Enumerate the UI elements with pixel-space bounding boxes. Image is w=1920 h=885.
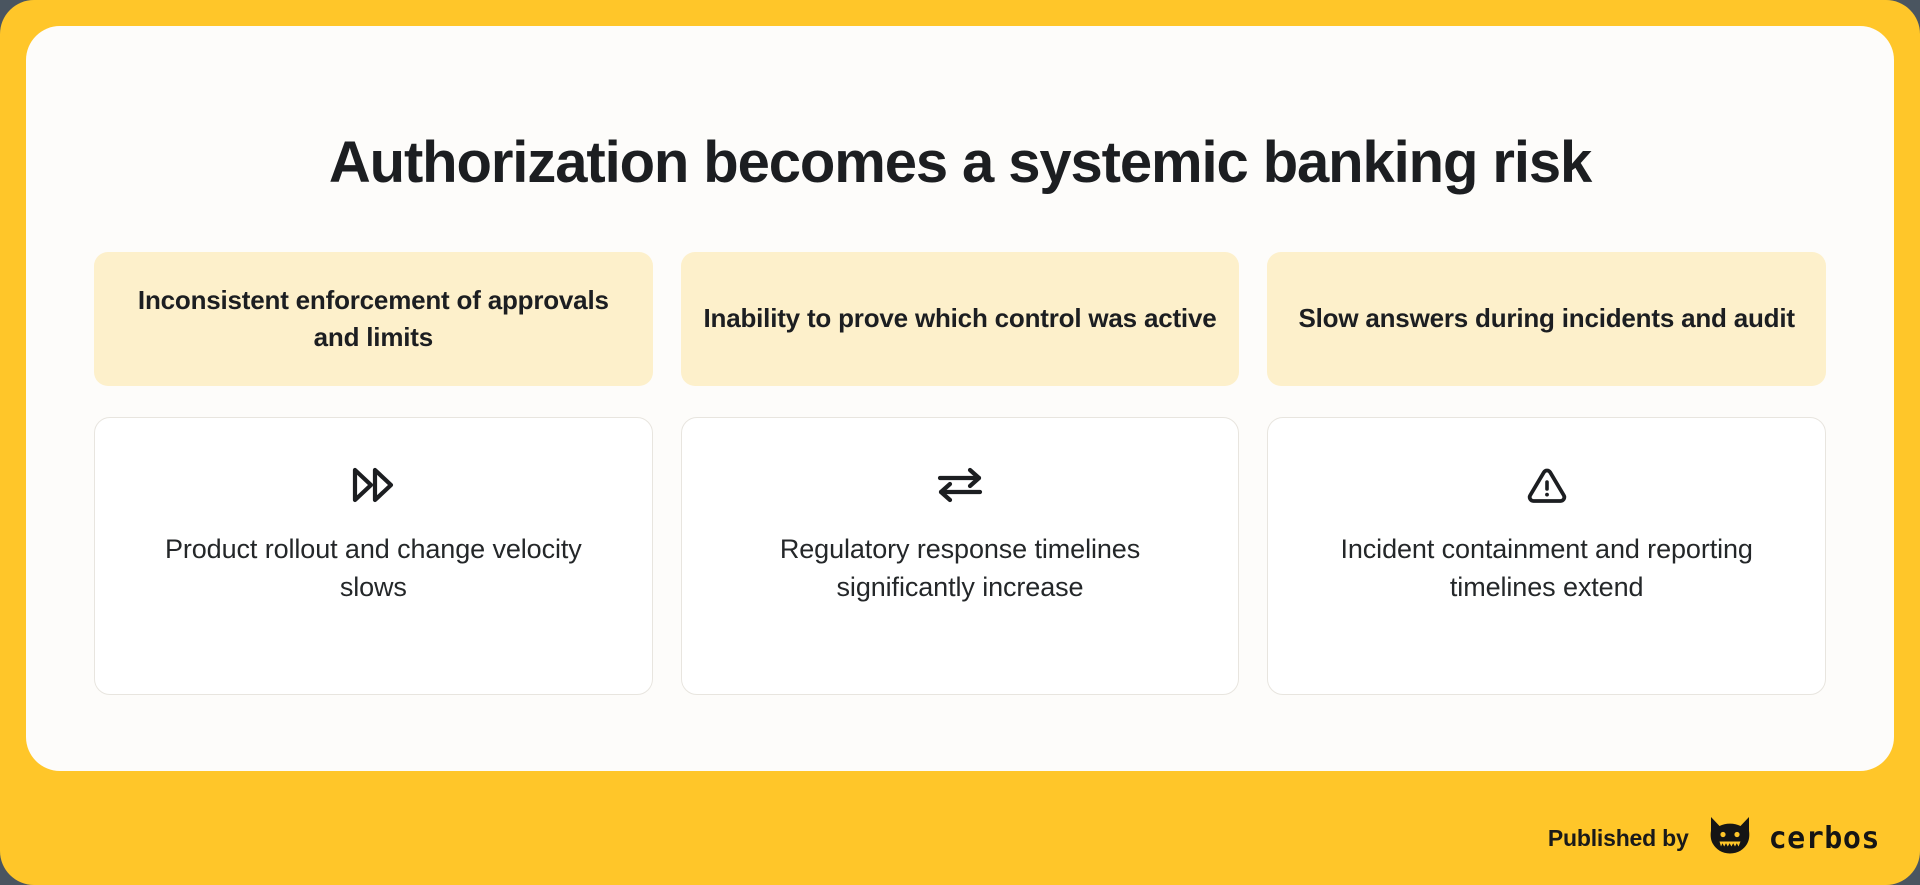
swap-arrows-icon <box>935 462 985 508</box>
outcome-card: Regulatory response timelines significan… <box>680 416 1240 695</box>
published-by-label: Published by <box>1547 825 1689 851</box>
pill-row: Inconsistent enforcement of approvals an… <box>94 251 1826 386</box>
outcome-card: Incident containment and reporting timel… <box>1267 416 1826 695</box>
page-title: Authorization becomes a systemic banking… <box>328 130 1592 195</box>
footer: Published by cerbos <box>1548 814 1880 863</box>
pill-card-label: Inability to prove which control was act… <box>703 303 1217 334</box>
pill-card: Slow answers during incidents and audit <box>1267 251 1826 386</box>
pill-card: Inability to prove which control was act… <box>680 251 1240 386</box>
outcome-card: Product rollout and change velocity slow… <box>94 416 653 695</box>
pill-card-label: Inconsistent enforcement of approvals an… <box>137 284 609 352</box>
pill-card: Inconsistent enforcement of approvals an… <box>94 251 653 386</box>
cerbos-mascot-icon <box>1707 814 1753 863</box>
pill-card-label: Slow answers during incidents and audit <box>1298 303 1795 334</box>
warning-triangle-icon <box>1525 462 1569 508</box>
outcome-card-label: Regulatory response timelines significan… <box>779 533 1141 603</box>
cerbos-wordmark: cerbos <box>1768 821 1880 856</box>
outcome-card-label: Product rollout and change velocity slow… <box>164 533 582 603</box>
content-panel: Authorization becomes a systemic banking… <box>26 26 1894 771</box>
outcome-card-label: Incident containment and reporting timel… <box>1340 533 1753 603</box>
cerbos-brand[interactable]: cerbos <box>1707 814 1880 863</box>
outcome-row: Product rollout and change velocity slow… <box>94 416 1826 695</box>
fast-forward-icon <box>349 462 397 508</box>
